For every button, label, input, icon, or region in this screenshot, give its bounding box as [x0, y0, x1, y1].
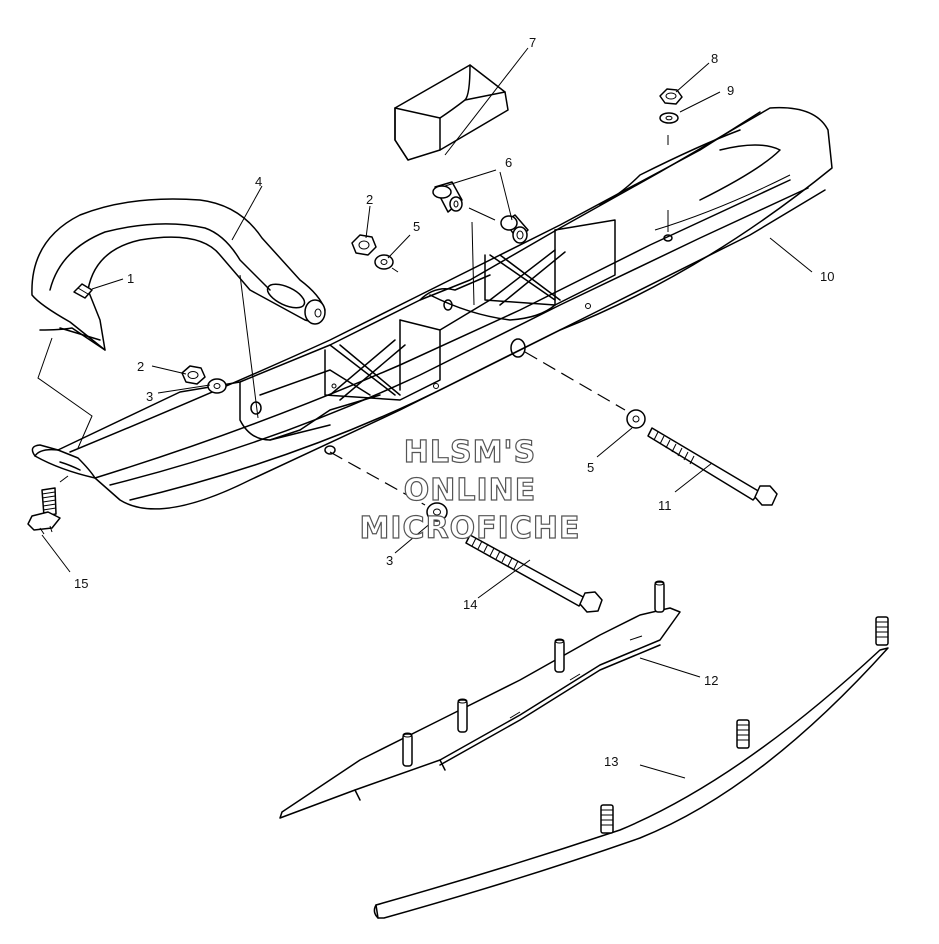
callout-13: 13 [604, 754, 618, 769]
ski-body [31, 106, 833, 510]
callout-5-center: 5 [413, 219, 420, 234]
ski-handle-loop [31, 198, 326, 351]
callout-3-lower: 3 [386, 553, 393, 568]
callout-11: 11 [658, 498, 672, 513]
bumper-block [394, 64, 509, 161]
carbide-runner [279, 580, 681, 819]
watermark: HLSM'S ONLINE MICROFICHE [359, 434, 581, 546]
bolt-11-assembly [524, 351, 778, 506]
nut-washer-left [181, 365, 227, 394]
callout-1: 1 [127, 271, 134, 286]
callout-14: 14 [463, 597, 477, 612]
callout-4: 4 [255, 174, 262, 189]
watermark-line-1: HLSM'S [404, 435, 536, 470]
callout-6: 6 [505, 155, 512, 170]
callout-3-left: 3 [146, 389, 153, 404]
callout-15: 15 [74, 576, 88, 591]
bushings [432, 181, 529, 244]
watermark-line-2: ONLINE [404, 473, 537, 508]
clip-part-1 [73, 283, 93, 299]
assembly-leader-lines [37, 207, 496, 449]
callout-numbers: 1 2 2 3 3 4 5 5 6 7 8 9 10 11 12 13 14 1… [74, 35, 834, 769]
nut-and-washer-top [659, 88, 683, 242]
callout-2-center: 2 [366, 192, 373, 207]
bolt-15 [27, 475, 69, 535]
bolt-14-assembly [329, 451, 603, 613]
ski-saddle [239, 219, 616, 455]
callout-leaders [41, 47, 813, 779]
callout-7: 7 [529, 35, 536, 50]
callout-8: 8 [711, 51, 718, 66]
callout-12: 12 [704, 673, 718, 688]
callout-5-right: 5 [587, 460, 594, 475]
watermark-line-3: MICROFICHE [360, 511, 581, 546]
wear-bar [373, 616, 889, 919]
callout-10: 10 [820, 269, 834, 284]
callout-9: 9 [727, 83, 734, 98]
nut-washer-center [351, 234, 399, 273]
callout-2-left: 2 [137, 359, 144, 374]
